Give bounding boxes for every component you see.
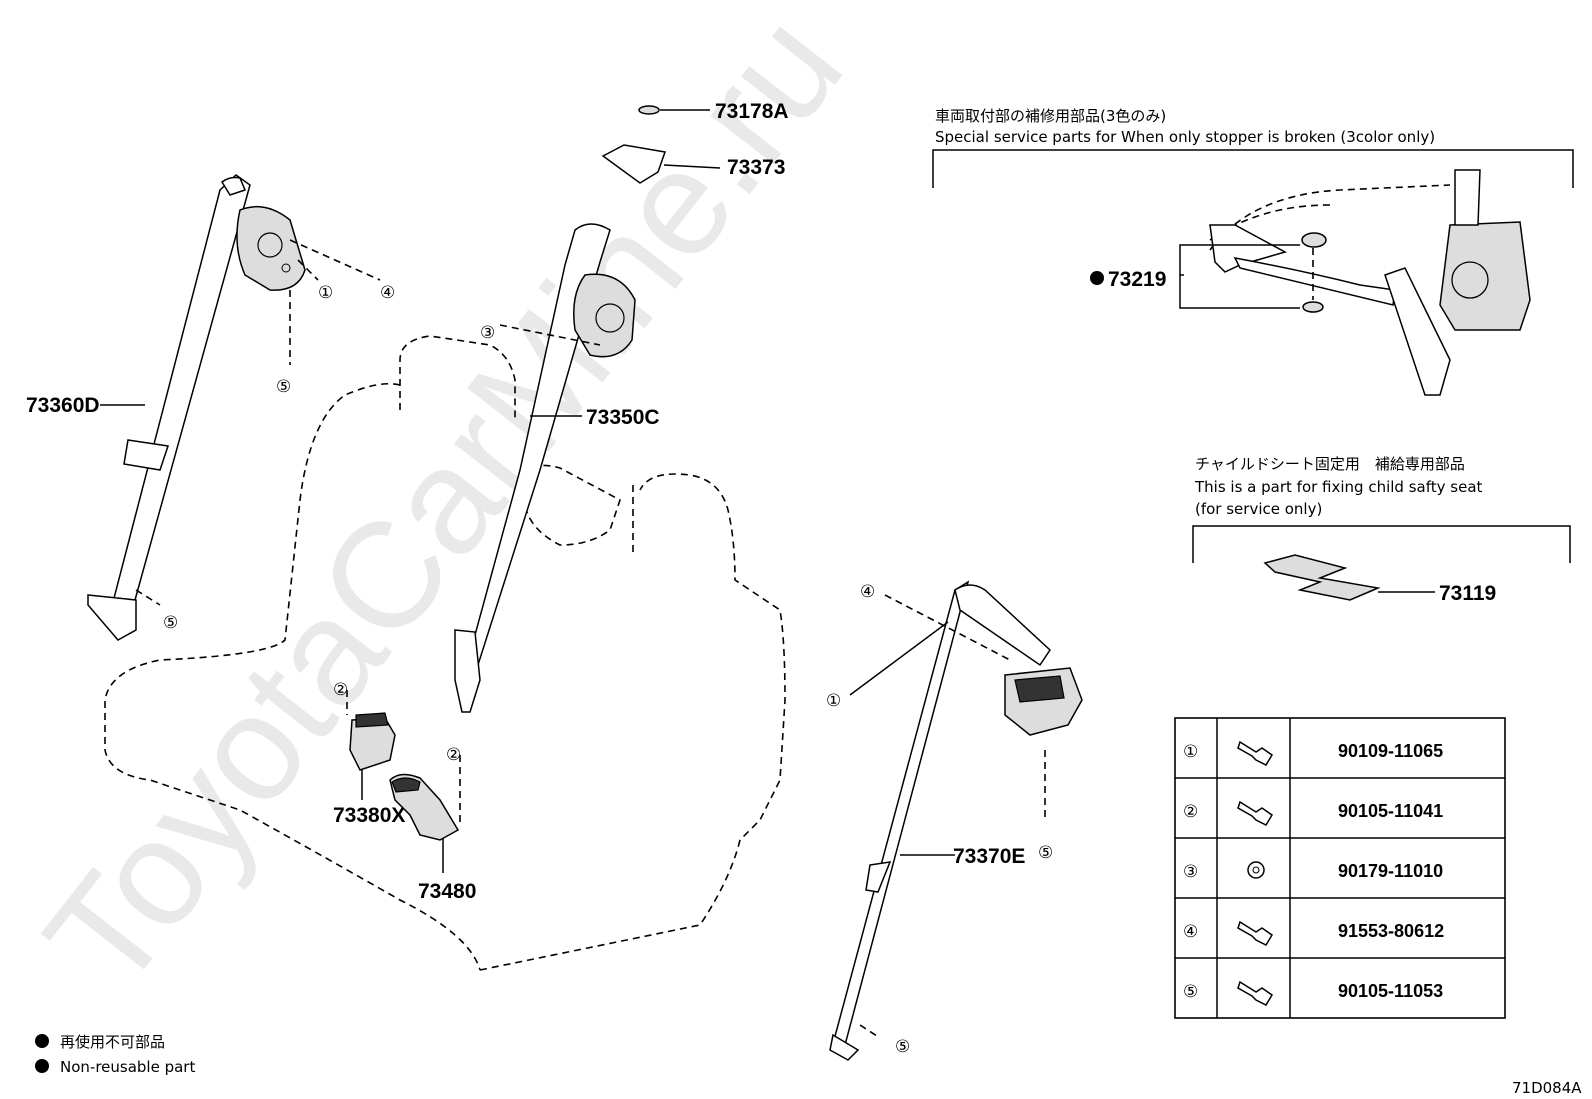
child-seat-service-box: チャイルドシート固定用 補給専用部品 This is a part for fi…: [1192, 455, 1571, 605]
non-reusable-dot: [35, 1034, 49, 1048]
callout-5: ⑤: [163, 613, 178, 633]
table-row: ① 90109-11065: [1183, 740, 1443, 766]
row-part: 90109-11065: [1338, 741, 1443, 761]
belt-73360D[interactable]: [87, 174, 306, 641]
legend: 再使用不可部品 Non-reusable part: [35, 1033, 195, 1076]
callout-3: ③: [480, 323, 495, 343]
table-row: ③ 90179-11010: [1183, 861, 1443, 882]
table-row: ② 90105-11041: [1183, 800, 1443, 826]
bolt-icon: [1237, 980, 1274, 1006]
table-row: ④ 91553-80612: [1183, 920, 1444, 946]
label-73370E: 73370E: [953, 845, 1025, 868]
nut-icon: [1247, 861, 1265, 879]
stopper-service-box: 車両取付部の補修用部品(3色のみ) Special service parts …: [932, 107, 1574, 396]
label-73360D: 73360D: [26, 394, 100, 417]
bolt-icon: [1237, 740, 1274, 766]
part-73373-cover[interactable]: [601, 144, 721, 184]
row-ref: ①: [1183, 742, 1198, 762]
part-73178A-cap[interactable]: [638, 105, 710, 115]
callout-4: ④: [380, 283, 395, 303]
table-row: ⑤ 90105-11053: [1183, 980, 1443, 1006]
row-part: 90179-11010: [1338, 861, 1443, 881]
child-title-en-1: This is a part for fixing child safty se…: [1194, 478, 1483, 496]
label-73373: 73373: [727, 156, 785, 179]
bolt-icon: [1237, 800, 1274, 826]
callout-1: ①: [826, 691, 841, 711]
buckle-73480[interactable]: [389, 773, 460, 873]
legend-jp: 再使用不可部品: [60, 1033, 165, 1051]
row-part: 91553-80612: [1338, 921, 1444, 941]
fastener-table: ① 90109-11065 ② 90105-11041 ③ 90179-1101…: [1174, 717, 1506, 1019]
label-73480: 73480: [418, 880, 476, 903]
diagram-code: 71D084A: [1512, 1079, 1582, 1097]
buckle-73380X[interactable]: [349, 712, 396, 800]
label-73380X: 73380X: [333, 804, 405, 827]
row-ref: ⑤: [1183, 982, 1198, 1002]
callout-2: ②: [333, 680, 348, 700]
bolt-icon: [1237, 920, 1274, 946]
row-part: 90105-11053: [1338, 981, 1443, 1001]
callout-1: ①: [318, 283, 333, 303]
row-part: 90105-11041: [1338, 801, 1443, 821]
label-73178A: 73178A: [715, 100, 789, 123]
callout-5: ⑤: [895, 1037, 910, 1057]
label-73119: 73119: [1439, 582, 1496, 605]
callouts: ① ④ ⑤ ⑤ ③ ② ② ④ ① ⑤ ⑤: [163, 283, 1053, 1057]
callout-5: ⑤: [1038, 843, 1053, 863]
label-73219: 73219: [1108, 268, 1166, 291]
callout-4: ④: [860, 582, 875, 602]
child-title-jp: チャイルドシート固定用 補給専用部品: [1195, 455, 1465, 473]
callout-2: ②: [446, 745, 461, 765]
rear-seat-outline: [104, 335, 786, 971]
legend-en: Non-reusable part: [60, 1058, 195, 1076]
row-ref: ③: [1183, 862, 1198, 882]
callout-5: ⑤: [276, 377, 291, 397]
non-reusable-dot: [1090, 271, 1104, 285]
label-73350C: 73350C: [586, 406, 660, 429]
belt-73370E[interactable]: [829, 580, 1083, 1061]
stopper-title-jp: 車両取付部の補修用部品(3色のみ): [935, 107, 1166, 125]
row-ref: ②: [1183, 802, 1198, 822]
belt-73350C[interactable]: [454, 223, 636, 713]
child-title-en-2: (for service only): [1195, 500, 1322, 518]
stopper-title-en: Special service parts for When only stop…: [935, 128, 1435, 146]
row-ref: ④: [1183, 922, 1198, 942]
non-reusable-dot: [35, 1059, 49, 1073]
